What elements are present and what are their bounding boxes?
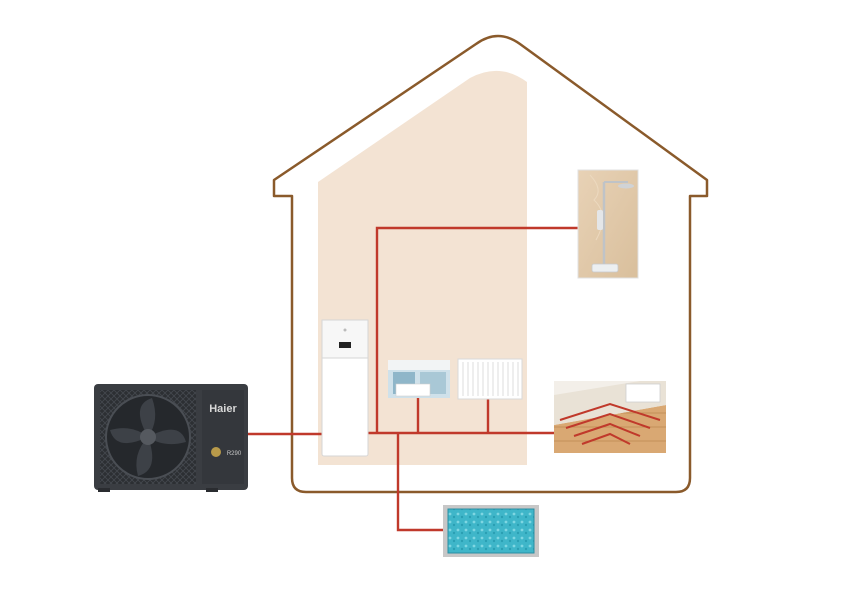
swimming-pool [443,505,539,557]
indoor-tank-unit [321,319,369,457]
underfloor-heating-picture [554,381,666,453]
radiator-picture [457,358,523,400]
house-outline [272,34,709,494]
shower-picture [577,169,639,279]
outdoor-unit: Haier R290 [94,384,248,492]
refrigerant-badge: R290 [227,451,242,457]
control-display-icon [339,342,351,348]
fan-coil-picture [388,360,450,398]
pipe-network [244,226,578,532]
shower-head-icon [618,183,634,189]
brand-label: Haier [209,403,237,415]
